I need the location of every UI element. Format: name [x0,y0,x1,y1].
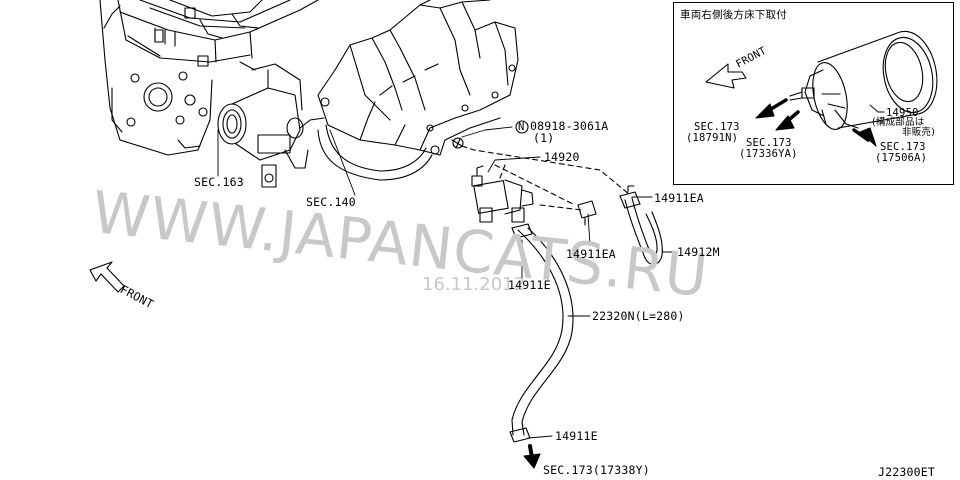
sec140-hose-illustration [317,124,433,181]
purge-solenoid-illustration [451,137,534,223]
label-08918-qty: (1) [533,131,555,145]
inset-sec173-a-code: (18791N) [686,132,739,144]
label-sec173-bottom: SEC.173(17338Y) [543,463,650,477]
inset-14950: 14950 [886,107,919,119]
inset-sec173-b: SEC.173 [746,137,792,149]
inset-14950-note-1: (構成部品は [872,117,925,128]
intake-manifold-illustration [299,0,519,156]
inset-panel [673,2,954,185]
outlet-arrow-bottom [523,444,541,469]
label-sec140: SEC.140 [306,195,356,209]
label-14911ea-right: 14911EA [654,191,704,205]
inset-sec173-b-code: (17336YA) [739,148,798,160]
label-14920: 14920 [544,150,580,164]
label-08918-3061a: 08918-3061A [530,119,609,133]
inset-canister-illustration [705,30,938,147]
front-arrow-icon [89,261,125,293]
bolt-marker-circle [515,120,529,134]
label-14912m: 14912M [677,245,720,259]
hose-14912m-illustration [577,185,663,265]
label-14911e-top: 14911E [508,278,551,292]
throttle-body-illustration [217,61,309,188]
diagram-code: J22300ET [878,465,935,479]
inset-sec173-c: SEC.173 [880,141,926,153]
inset-sec173-a: SEC.173 [694,121,740,133]
watermark-date: 16.11.2012 [422,274,526,295]
engine-block-illustration [99,0,319,156]
inset-sec173-c-code: (17506A) [875,152,928,164]
leader-lines [217,126,676,439]
label-14911e-bottom: 14911E [555,429,598,443]
inset-note: 車両右側後方床下取付 [680,9,787,21]
inset-14950-note-2: 非販売) [902,127,936,138]
bolt-marker-letter: N [518,121,525,133]
label-14911ea-mid: 14911EA [566,247,616,261]
label-22320n: 22320N(L=280) [592,309,685,323]
hidden-lines [461,145,631,211]
label-sec163: SEC.163 [194,175,244,189]
